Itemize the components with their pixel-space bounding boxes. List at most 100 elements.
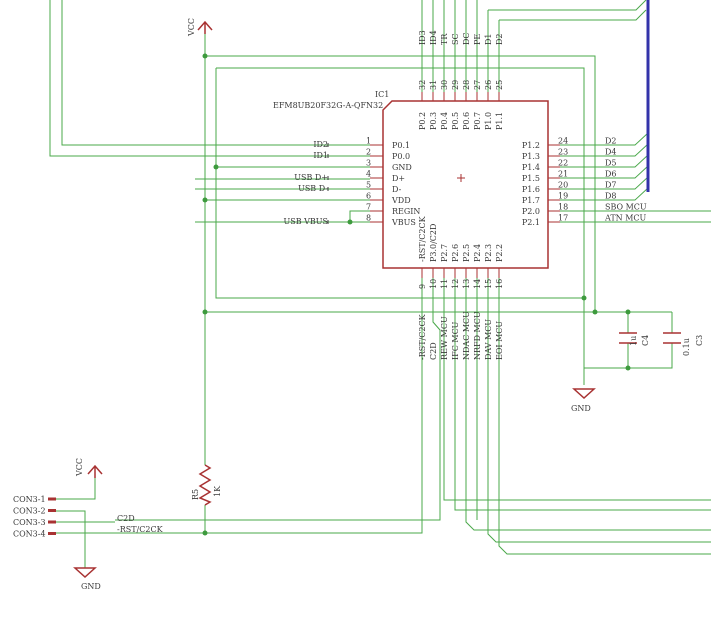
pin-number: 3 — [366, 159, 371, 168]
pin-name: P0.5 — [451, 112, 460, 130]
junction — [213, 164, 219, 170]
connector-pin: CON3-3 — [13, 518, 56, 527]
connector-pin: CON3-4 — [13, 530, 56, 539]
wire-d6 — [555, 165, 649, 179]
junction — [581, 295, 587, 301]
net-label: ID3 — [418, 30, 427, 45]
net-label: DAV MCU — [484, 319, 493, 360]
ic-origin-mark — [457, 174, 465, 182]
pin-name: P2.5 — [462, 244, 471, 262]
net-label: D2 — [495, 33, 504, 45]
c4-value: 1u — [629, 336, 638, 346]
pin-number: 7 — [366, 203, 371, 212]
pin-name: GND — [392, 163, 412, 172]
junction — [202, 530, 208, 536]
net-label: D4 — [605, 148, 617, 157]
wire-top-26-route — [488, 0, 647, 11]
net-label: IFC MCU — [451, 321, 460, 360]
wire-con-vcc — [52, 478, 96, 500]
pin-name: P2.6 — [451, 244, 460, 262]
c4-ref: C4 — [641, 335, 650, 346]
net-label: SC — [451, 33, 460, 45]
gnd-symbol-bottom: GND — [73, 567, 101, 591]
wire-ndac — [465, 278, 711, 531]
resistor-icon — [198, 464, 212, 506]
c3-value: 0.1u — [682, 338, 691, 356]
pin-number: 9 — [418, 284, 427, 289]
ic-ref: IC1 — [375, 90, 389, 99]
net-label: D8 — [605, 192, 617, 201]
wire-d5 — [555, 154, 649, 168]
pin-number: 27 — [473, 80, 482, 90]
pin-name: -RST/C2CK — [418, 215, 427, 262]
pin-number: 2 — [366, 148, 371, 157]
pin-number: 16 — [495, 279, 504, 289]
rst-net-label: -RST/C2CK — [117, 525, 164, 534]
pin-number: 28 — [462, 80, 471, 90]
net-label: DC — [462, 32, 471, 45]
pin-name: P1.0 — [484, 112, 493, 130]
wire-top-25-route — [499, 9, 647, 21]
pin-name: VBUS — [391, 218, 416, 227]
net-label: ID2 — [313, 140, 328, 149]
junction — [202, 197, 208, 203]
pin-number: 30 — [440, 80, 449, 90]
pin-name: P2.3 — [484, 244, 493, 262]
capacitor-c4: C4 1u — [619, 332, 650, 346]
wire-ifc — [454, 278, 711, 511]
pin-number: 22 — [558, 159, 568, 168]
connector-pin: CON3-1 — [13, 495, 56, 504]
connector-pin-label: CON3-3 — [13, 518, 46, 527]
pin-name: P1.6 — [522, 185, 540, 194]
wire-regin — [349, 210, 370, 222]
vcc-symbol-top: VCC — [187, 18, 213, 37]
net-label: REW MCU — [440, 316, 449, 360]
net-label: D5 — [605, 159, 617, 168]
pin-name: P2.2 — [495, 244, 504, 262]
connector-pin-label: CON3-2 — [13, 507, 46, 516]
pin-number: 14 — [473, 279, 482, 289]
pin-name: P2.0 — [522, 207, 540, 216]
vcc-arrow-icon — [87, 464, 103, 478]
wire-id1 — [49, 0, 370, 157]
gnd-bottom-label: GND — [81, 582, 101, 591]
ic-pin: 3 GND — [366, 159, 412, 173]
gnd-icon — [73, 567, 97, 579]
wire-eoi — [498, 278, 711, 555]
ic-pin: 9-RST/C2CK-RST/C2CK — [418, 215, 427, 360]
pin-name: P2.1 — [522, 218, 540, 227]
junction — [202, 53, 208, 59]
pin-number: 21 — [558, 170, 568, 179]
ic-top-pins: 32P0.2ID331P0.3ID430P0.4TR29P0.5SC28P0.6… — [418, 30, 504, 130]
net-label: TR — [440, 33, 449, 45]
wire-rew — [443, 312, 711, 501]
net-label: USB VBUS — [283, 217, 328, 226]
pin-name: P3.0/C2D — [429, 224, 438, 262]
pin-name: P0.6 — [462, 112, 471, 130]
net-label: EOI MCU — [495, 321, 504, 360]
pin-number: 11 — [440, 279, 449, 289]
net-label: D2 — [605, 137, 617, 146]
junction — [592, 309, 598, 315]
wire-d8 — [555, 187, 649, 201]
pin-name: P1.5 — [522, 174, 540, 183]
gnd-symbol-right: GND — [571, 388, 596, 413]
pin-number: 18 — [558, 203, 568, 212]
